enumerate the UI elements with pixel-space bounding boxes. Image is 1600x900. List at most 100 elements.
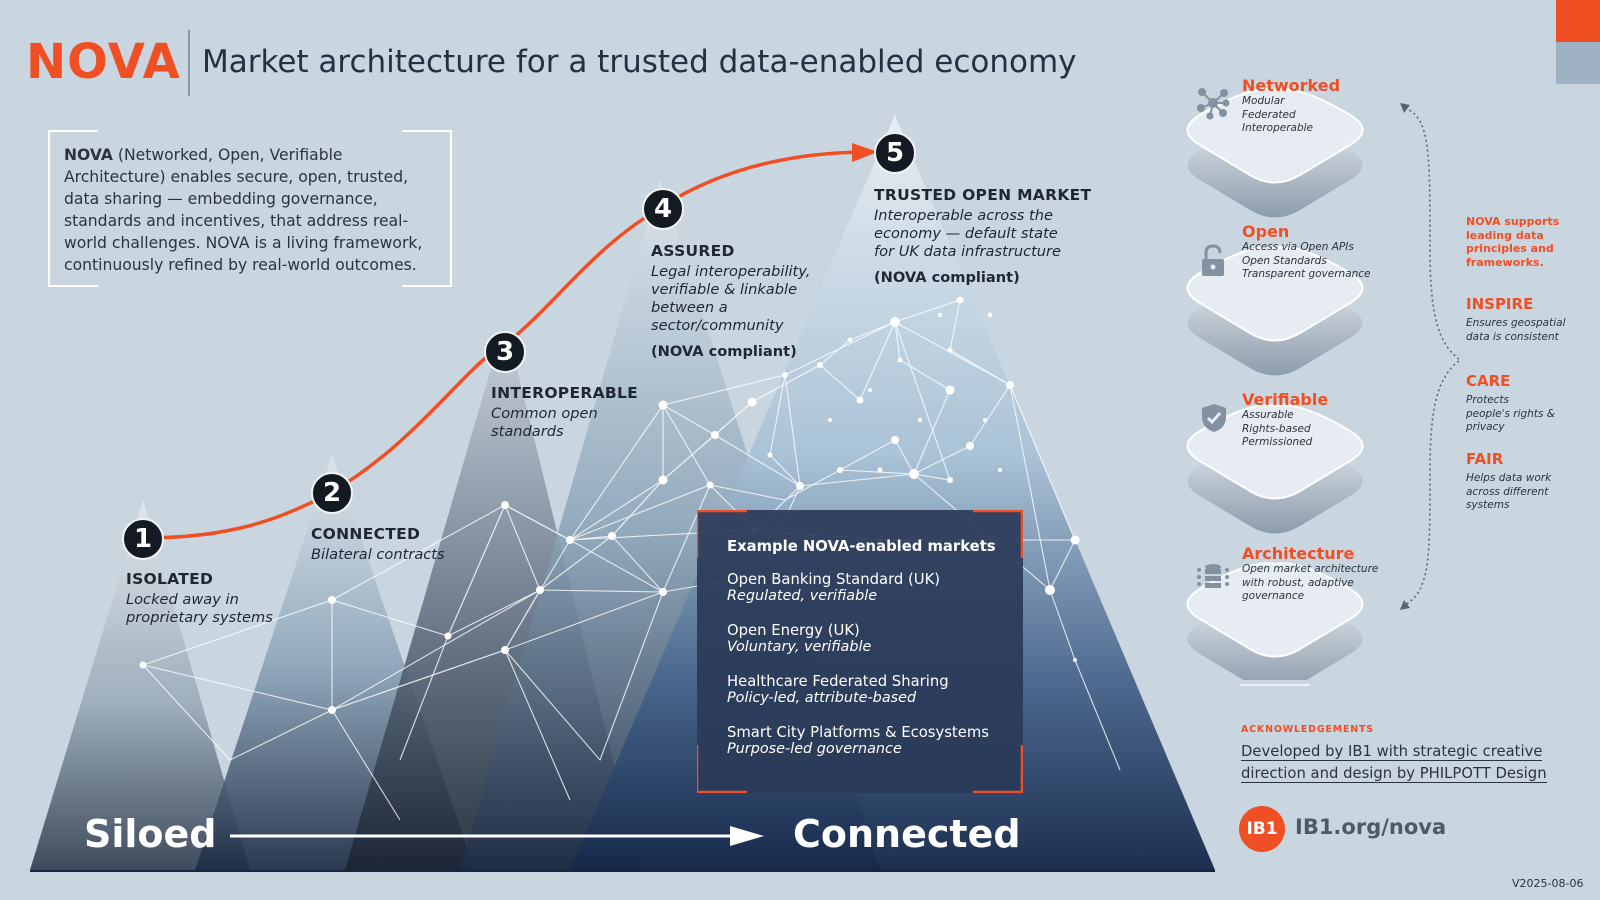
layer-line: with robust, adaptive: [1242, 576, 1354, 589]
layer-label: Architecture: [1242, 544, 1355, 563]
tile-verifiable: [1186, 404, 1364, 534]
market-item: Smart City Platforms & Ecosystems Purpos…: [727, 724, 1023, 758]
stage-1-number: 1: [122, 518, 164, 560]
layer-architecture: Architecture Open market architecture wi…: [1242, 544, 1378, 604]
page-title: Market architecture for a trusted data-e…: [202, 44, 1077, 80]
layer-line: Open market architecture: [1242, 563, 1379, 575]
stage-1-title: ISOLATED: [126, 570, 214, 588]
header-divider: [188, 30, 190, 96]
network-icon: [1197, 88, 1230, 120]
acknowledgements-line: direction and design by PHILPOTT Design: [1241, 765, 1547, 783]
principle-desc: Ensures geospatial data is consistent: [1466, 317, 1566, 343]
layer-tiles: [1186, 88, 1364, 680]
stage-4-number: 4: [642, 188, 684, 230]
stage-2-title: CONNECTED: [311, 525, 421, 543]
axis-start-label: Siloed: [84, 812, 217, 856]
principle-name: CARE: [1466, 372, 1511, 390]
mountain-1: [30, 500, 250, 870]
principle-fair: FAIR Helps data work across different sy…: [1466, 450, 1556, 513]
database-icon: [1197, 564, 1229, 588]
layer-line: Permissioned: [1242, 436, 1313, 448]
axis-end-label: Connected: [793, 812, 1021, 856]
layer-line: Interoperable: [1242, 122, 1313, 134]
market-desc: Regulated, verifiable: [727, 588, 878, 604]
market-desc: Purpose-led governance: [727, 741, 902, 757]
stage-3-title: INTEROPERABLE: [491, 384, 639, 402]
market-name: Smart City Platforms & Ecosystems: [727, 724, 989, 741]
acknowledgements-heading: ACKNOWLEDGEMENTS: [1241, 724, 1374, 735]
acknowledgements-line: Developed by IB1 with strategic creative: [1241, 743, 1543, 761]
market-name: Healthcare Federated Sharing: [727, 673, 949, 690]
corner-accent-orange: [1556, 0, 1600, 42]
stage-2-desc: Bilateral contracts: [311, 546, 445, 563]
markets-panel: Example NOVA-enabled markets Open Bankin…: [697, 510, 1023, 793]
market-name: Open Banking Standard (UK): [727, 571, 941, 588]
market-item: Open Banking Standard (UK) Regulated, ve…: [727, 571, 1023, 605]
markets-brackets: [697, 510, 1023, 793]
intro-brackets: [48, 130, 452, 287]
layer-line: Federated: [1242, 108, 1296, 121]
market-item: Healthcare Federated Sharing Policy-led,…: [727, 673, 1023, 707]
principles-note: NOVA supports leading data principles an…: [1466, 215, 1560, 269]
intro-text: NOVA (Networked, Open, Verifiable Archit…: [64, 144, 436, 276]
market-desc: Policy-led, attribute-based: [727, 690, 917, 706]
stage-3-desc: Common open standards: [491, 405, 598, 440]
ib1-logo: IB1: [1239, 806, 1285, 852]
mountain-foot: [30, 870, 1215, 872]
stage-4-desc: Legal interoperability, verifiable & lin…: [651, 263, 811, 334]
nova-logo: NOVA: [26, 34, 181, 90]
layer-line: Transparent governance: [1242, 268, 1371, 280]
stage-3: INTEROPERABLE Common open standards: [491, 384, 638, 441]
tile-architecture: [1186, 562, 1364, 680]
intro-brand: NOVA: [64, 146, 113, 164]
layer-networked: Networked Modular Federated Interoperabl…: [1242, 76, 1340, 136]
version-label: V2025-08-06: [1512, 877, 1584, 890]
stage-4-title: ASSURED: [651, 242, 735, 260]
stage-2: CONNECTED Bilateral contracts: [311, 525, 445, 564]
layer-line: Open Standards: [1242, 254, 1327, 267]
layer-open: Open Access via Open APIs Open Standards…: [1242, 222, 1371, 282]
layer-label: Networked: [1242, 76, 1341, 95]
principle-desc: Protects people's rights & privacy: [1466, 394, 1555, 433]
stage-1-desc: Locked away in proprietary systems: [126, 591, 273, 626]
principles-bracket: [1404, 107, 1462, 606]
layer-verifiable: Verifiable Assurable Rights-based Permis…: [1242, 390, 1328, 450]
stage-5-number: 5: [874, 132, 916, 174]
stage-5: TRUSTED OPEN MARKET Interoperable across…: [874, 186, 1091, 286]
markets-title: Example NOVA-enabled markets: [727, 538, 996, 555]
layer-label: Verifiable: [1242, 390, 1329, 409]
stage-5-desc: Interoperable across the economy — defau…: [874, 207, 1062, 260]
principle-desc: Helps data work across different systems: [1466, 472, 1552, 511]
stage-1: ISOLATED Locked away in proprietary syst…: [126, 570, 276, 627]
market-item: Open Energy (UK) Voluntary, verifiable: [727, 622, 1023, 656]
principle-name: INSPIRE: [1466, 295, 1534, 313]
layer-label: Open: [1242, 222, 1290, 241]
principle-inspire: INSPIRE Ensures geospatial data is consi…: [1466, 295, 1576, 344]
siloed-to-connected-arrow: [230, 826, 764, 846]
tile-networked: [1186, 88, 1364, 218]
maturity-curve-arrowhead: [852, 143, 878, 162]
market-name: Open Energy (UK): [727, 622, 860, 639]
tile-open: [1186, 246, 1364, 376]
principle-care: CARE Protects people's rights & privacy: [1466, 372, 1556, 435]
intro-body: (Networked, Open, Verifiable Architectur…: [64, 146, 423, 274]
acknowledgements: ACKNOWLEDGEMENTS Developed by IB1 with s…: [1241, 724, 1547, 785]
stage-5-title: TRUSTED OPEN MARKET: [874, 186, 1092, 204]
stage-3-number: 3: [484, 331, 526, 373]
layer-line: Rights-based: [1242, 422, 1311, 435]
layer-line: governance: [1242, 590, 1305, 602]
layer-line: Modular: [1242, 95, 1285, 107]
stage-5-compliant: (NOVA compliant): [874, 269, 1020, 286]
shield-icon: [1202, 404, 1226, 432]
intro-box: NOVA (Networked, Open, Verifiable Archit…: [48, 130, 452, 287]
padlock-icon: [1202, 244, 1224, 276]
stage-2-number: 2: [311, 472, 353, 514]
principle-name: FAIR: [1466, 450, 1504, 468]
stage-4-compliant: (NOVA compliant): [651, 343, 797, 360]
stage-4: ASSURED Legal interoperability, verifiab…: [651, 242, 861, 360]
layer-line: Access via Open APIs: [1242, 241, 1354, 253]
corner-accent-blue: [1556, 42, 1600, 84]
ib1-link[interactable]: IB1.org/nova: [1295, 815, 1447, 839]
layer-line: Assurable: [1242, 409, 1294, 421]
market-desc: Voluntary, verifiable: [727, 639, 872, 655]
